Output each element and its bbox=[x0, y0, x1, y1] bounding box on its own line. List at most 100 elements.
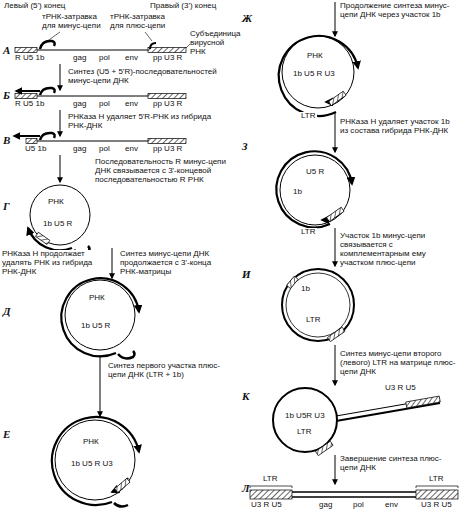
arrow-line bbox=[335, 345, 336, 385]
strand-shape bbox=[148, 139, 186, 144]
strand-shape bbox=[55, 420, 135, 500]
strand-shape bbox=[287, 276, 299, 288]
end-label: Левый (5') конец bbox=[4, 2, 65, 11]
segment-label: env bbox=[124, 54, 139, 63]
segment-label: LTR bbox=[300, 228, 317, 237]
strand-shape bbox=[250, 486, 292, 488]
segment-label: 1b bbox=[292, 188, 303, 197]
segment-label: LTR bbox=[300, 112, 317, 121]
strand-shape bbox=[28, 228, 72, 250]
segment-label: 1b U5 R bbox=[80, 322, 111, 331]
panel-letter: Л bbox=[242, 482, 250, 494]
strand-shape bbox=[40, 41, 55, 49]
strand-shape bbox=[416, 490, 458, 499]
panel-letter: В bbox=[3, 134, 10, 146]
strand-shape bbox=[65, 280, 135, 350]
segment-label: pp U3 R bbox=[152, 54, 183, 63]
segment-label: pol bbox=[352, 501, 365, 510]
strand-shape bbox=[40, 133, 55, 140]
strand-shape bbox=[118, 351, 135, 358]
segment-label: 1b bbox=[300, 285, 311, 294]
segment-label: pol bbox=[98, 54, 111, 63]
panel-letter: З bbox=[242, 140, 248, 152]
segment-label: LTR bbox=[305, 316, 322, 325]
end-label: Правый (3') конец bbox=[150, 2, 216, 11]
strand-shape bbox=[280, 155, 350, 225]
strand-shape bbox=[327, 327, 345, 341]
panel-letter: Е bbox=[3, 428, 10, 440]
step-description: Завершение синтеза плюс-цепи ДНК bbox=[340, 455, 455, 473]
strand-shape bbox=[26, 139, 37, 144]
segment-label: LTR bbox=[262, 475, 279, 484]
panel-letter: Б bbox=[3, 89, 10, 101]
arrow-line bbox=[335, 113, 336, 152]
strand-shape bbox=[276, 151, 352, 227]
panel-letter: А bbox=[3, 44, 10, 56]
strand-shape bbox=[40, 88, 55, 95]
strand-shape bbox=[279, 36, 358, 116]
step-description: РНКаза Н продолжает удалять РНК из гибри… bbox=[2, 250, 102, 277]
segment-label: U3 R U5 bbox=[384, 384, 417, 393]
segment-label: LTR bbox=[296, 428, 313, 437]
step-description: Синтез минус-цепи второго (левого) LTR н… bbox=[340, 350, 458, 377]
panel-letter: К bbox=[242, 390, 249, 402]
segment-label: 1b U5R U3 bbox=[284, 412, 326, 421]
segment-label: pol bbox=[98, 100, 111, 109]
strand-shape bbox=[148, 48, 186, 53]
segment-label: РНК bbox=[47, 198, 65, 207]
segment-label: env bbox=[124, 145, 139, 154]
arrow-line bbox=[60, 155, 61, 182]
strand-shape bbox=[30, 185, 90, 245]
step-description: Продолжение синтеза минус-цепи ДНК через… bbox=[340, 2, 458, 20]
arrow-line bbox=[60, 64, 61, 90]
segment-label: pp U3 R bbox=[152, 100, 183, 109]
segment-label: 1b U5 R U3 bbox=[292, 70, 336, 79]
segment-label: U5 1b bbox=[24, 145, 47, 154]
panel-letter: Г bbox=[3, 200, 10, 212]
segment-label: pol bbox=[98, 145, 111, 154]
strand-shape bbox=[336, 403, 440, 421]
arrow-line bbox=[335, 2, 336, 36]
strand-shape bbox=[150, 43, 156, 49]
strand-shape bbox=[326, 207, 344, 221]
arrow-line bbox=[335, 228, 336, 266]
strand-shape bbox=[282, 36, 354, 108]
panel-letter: И bbox=[242, 268, 251, 280]
segment-label: РНК bbox=[82, 438, 100, 447]
step-description: Синтез минус-цепи ДНК продолжается с 3'-… bbox=[120, 250, 230, 277]
segment-label: РНК bbox=[306, 52, 324, 61]
panel-letter: Ж bbox=[242, 12, 252, 24]
strand-shape bbox=[250, 490, 292, 499]
segment-label: pp U3 R bbox=[152, 145, 183, 154]
segment-label: 1b U5 R U3 bbox=[70, 460, 114, 469]
strand-shape bbox=[16, 90, 40, 92]
step-description: Участок 1b минус-цепи связывается с комп… bbox=[340, 232, 458, 268]
step-description: Последовательность R минус-цепи ДНК связ… bbox=[95, 158, 230, 185]
segment-label: U3 R U5 bbox=[420, 501, 453, 510]
arrow-line bbox=[100, 355, 101, 416]
strand-shape bbox=[114, 503, 128, 507]
segment-label: U5 R bbox=[305, 168, 325, 177]
strand-shape bbox=[15, 48, 37, 53]
strand-shape bbox=[282, 269, 354, 341]
segment-label: env bbox=[124, 100, 139, 109]
strand-shape bbox=[61, 278, 139, 356]
strand-shape bbox=[273, 388, 337, 452]
segment-label: LTR bbox=[428, 475, 445, 484]
step-description: тРНК-затравка для плюс-цепи bbox=[110, 13, 172, 31]
step-description: РНКаза Н удаляет участок 1b из состава г… bbox=[340, 118, 458, 136]
strand-shape bbox=[406, 396, 441, 408]
strand-shape bbox=[115, 478, 130, 492]
arrow-line bbox=[46, 32, 60, 42]
segment-label: 1b U5 R bbox=[42, 220, 73, 229]
segment-label: R U5 1b bbox=[14, 100, 45, 109]
strand-shape bbox=[148, 94, 186, 99]
strand-shape bbox=[14, 135, 40, 137]
step-description: Синтез (U5 + 5'R)-последовательностей ми… bbox=[68, 68, 226, 86]
strand-shape bbox=[328, 91, 346, 105]
segment-label: U3 R U5 bbox=[250, 501, 283, 510]
arrow-line bbox=[60, 110, 61, 136]
segment-label: gag bbox=[72, 145, 87, 154]
step-description: тРНК-затравка для минус-цепи bbox=[42, 13, 104, 31]
strand-shape bbox=[15, 94, 37, 99]
